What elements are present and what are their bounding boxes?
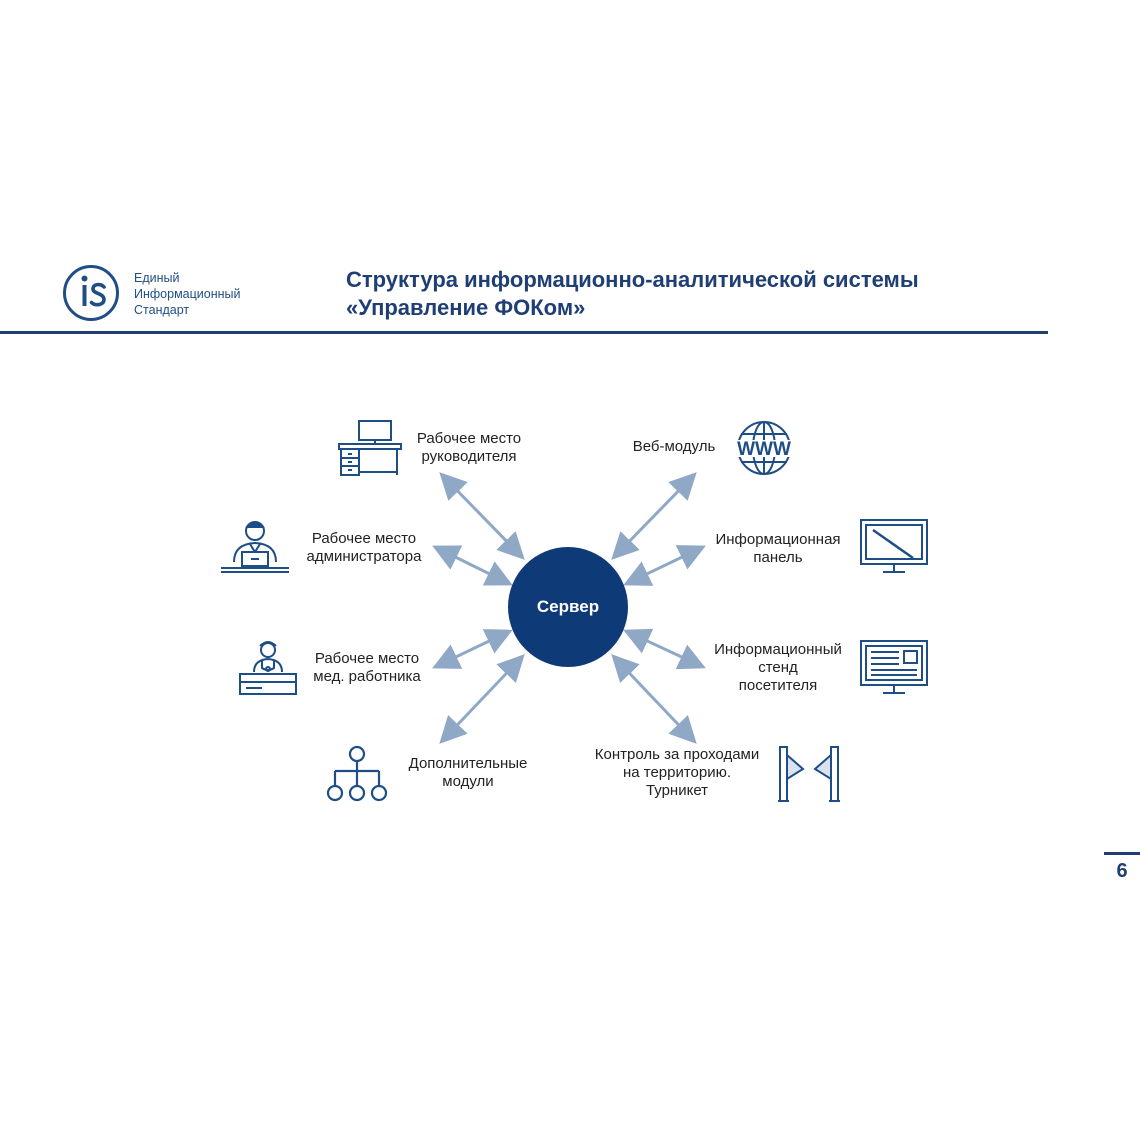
node-label-admin: Рабочее место администратора [300, 530, 428, 566]
header-divider [0, 331, 1048, 334]
logo-line: Единый [134, 271, 180, 285]
monitor-panel-icon [860, 519, 928, 573]
office-desk-icon [338, 420, 402, 476]
node-label-line: Информационная [715, 531, 841, 548]
node-label-kiosk: Информационный стенд посетителя [704, 641, 852, 695]
svg-text:WWW: WWW [737, 439, 791, 460]
node-label-line: Рабочее место [311, 530, 417, 547]
arrow-modules [439, 654, 525, 744]
arrow-panel [623, 545, 706, 586]
node-label-line: Рабочее место [314, 650, 420, 667]
info-kiosk-icon [860, 640, 928, 694]
page-title: Структура информационно-аналитической си… [346, 266, 919, 322]
node-label-modules: Дополнительные модули [400, 755, 536, 791]
arrow-manager [439, 472, 525, 560]
server-node: Сервер [508, 547, 628, 667]
node-label-line: мед. работника [313, 668, 421, 685]
node-label-line: посетителя [738, 677, 818, 694]
arrow-web [611, 472, 697, 560]
hierarchy-modules-icon [326, 745, 388, 802]
node-label-line: Информационный [714, 641, 842, 658]
node-label-manager: Рабочее место руководителя [408, 430, 530, 466]
node-label-line: Рабочее место [416, 430, 522, 447]
title-line: Структура информационно-аналитической си… [346, 267, 919, 292]
title-line: «Управление ФОКом» [346, 295, 586, 320]
node-label-line: Дополнительные [408, 755, 528, 772]
node-label-line: Турникет [645, 782, 709, 799]
logo-line: Стандарт [134, 303, 190, 317]
node-label-line: Контроль за проходами [594, 746, 760, 763]
medical-worker-icon [239, 641, 297, 695]
arrow-turnstile [611, 654, 697, 744]
node-label-web: Веб-модуль [624, 438, 724, 456]
arrow-kiosk [623, 628, 706, 670]
page-number: 6 [1116, 860, 1128, 882]
logo-text: Единый Информационный Стандарт [134, 270, 241, 318]
turnstile-icon [778, 746, 840, 802]
node-label-line: на территорию. [622, 764, 732, 781]
page-number-rule [1104, 852, 1140, 855]
node-label-medic: Рабочее место мед. работника [306, 650, 428, 686]
admin-workstation-icon [221, 521, 289, 573]
logo-mark-icon [63, 265, 119, 321]
logo-line: Информационный [134, 287, 241, 301]
globe-www-icon: WWW [733, 421, 795, 475]
node-label-turnstile: Контроль за проходами на территорию. Тур… [582, 746, 772, 800]
node-label-line: панель [753, 549, 803, 566]
node-label-panel: Информационная панель [704, 531, 852, 567]
arrow-admin [432, 545, 513, 586]
node-label-line: стенд [758, 659, 798, 676]
node-label-line: руководителя [421, 448, 517, 465]
logo [62, 264, 120, 322]
node-label-line: администратора [306, 548, 422, 565]
arrow-medic [432, 629, 513, 669]
node-label-line: модули [442, 773, 494, 790]
node-label-line: Веб-модуль [632, 438, 716, 455]
